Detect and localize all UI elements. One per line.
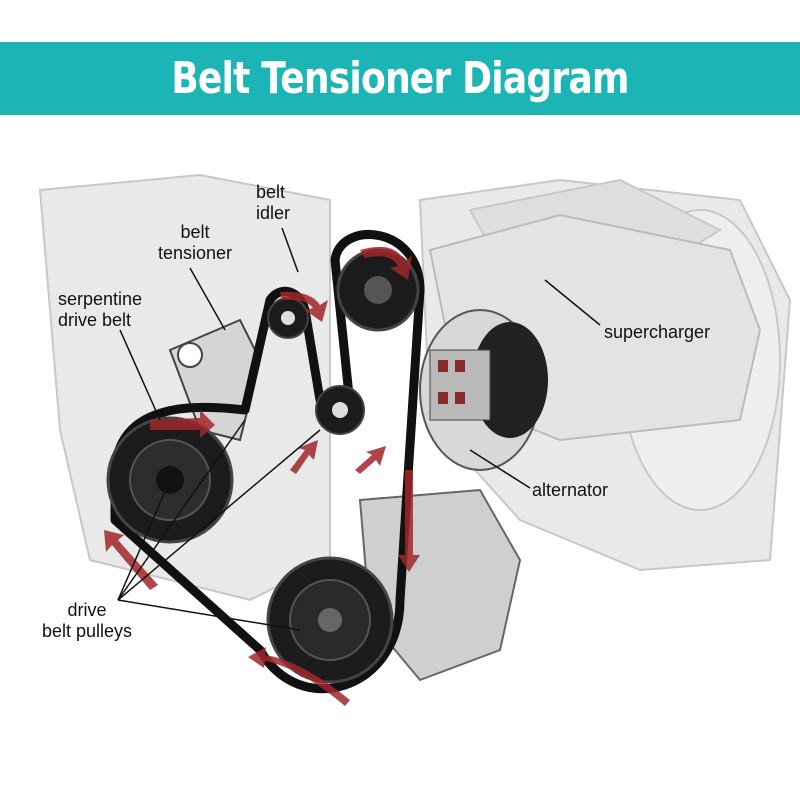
direction-arrows [104, 246, 420, 706]
label-line: drive belt [58, 310, 132, 330]
arrow-icon [104, 530, 158, 590]
arrow-icon [290, 440, 318, 474]
arrow-icon [248, 647, 350, 706]
label-supercharger: supercharger [604, 322, 711, 342]
label-alternator: alternator [532, 480, 609, 500]
label-serpentine-drive-belt: serpentine drive belt [58, 289, 142, 331]
label-line: belt pulleys [42, 621, 133, 641]
label-line: idler [256, 203, 291, 223]
alternator [419, 309, 548, 471]
label-line: belt [256, 182, 286, 202]
ac-pulley [266, 556, 394, 684]
arrow-icon [360, 246, 412, 280]
label-line: drive [67, 600, 107, 620]
page-title: Belt Tensioner Diagram [171, 53, 629, 104]
arrow-icon [398, 470, 420, 572]
label-belt-tensioner: belt tensioner [158, 222, 232, 264]
arrow-icon [280, 291, 328, 322]
label-line: serpentine [58, 289, 143, 309]
leader-lines [117, 227, 601, 631]
idler-pulley [315, 385, 365, 435]
label-line: belt [180, 222, 210, 242]
title-banner: Belt Tensioner Diagram [0, 42, 800, 115]
arrow-icon [355, 446, 386, 474]
tensioner-pulley [267, 297, 309, 339]
arrow-icon [150, 410, 215, 438]
label-line: tensioner [158, 243, 233, 263]
serpentine-belt [110, 230, 425, 694]
label-belt-idler: belt idler [256, 182, 290, 224]
label-drive-belt-pulleys: drive belt pulleys [42, 600, 132, 642]
